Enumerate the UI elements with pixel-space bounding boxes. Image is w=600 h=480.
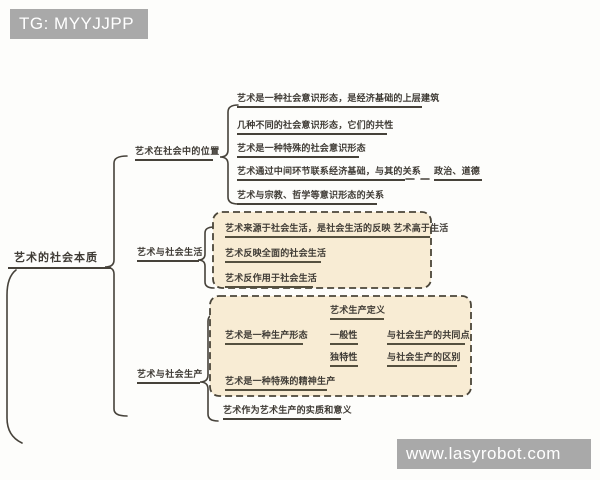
subleaf-uniqueness[interactable]: 独特性 [330, 351, 358, 367]
subleaf-art-production-definition[interactable]: 艺术生产定义 [330, 304, 385, 320]
leaf-art-is-production-form[interactable]: 艺术是一种生产形态 [225, 329, 308, 345]
leaf-art-reacts-on-life[interactable]: 艺术反作用于社会生活 [225, 272, 317, 288]
leaf-politics-morality[interactable]: 政治、道德 [434, 165, 482, 181]
leaf-essence-meaning-of-art-production[interactable]: 艺术作为艺术生产的实质和意义 [223, 404, 352, 420]
watermark-telegram: TG: MYYJJPP [10, 9, 148, 39]
leaf-art-reflects-whole-life[interactable]: 艺术反映全面的社会生活 [225, 247, 326, 263]
subleaf-difference-from-social-production[interactable]: 与社会生产的区别 [387, 351, 460, 367]
root-brace [104, 155, 128, 417]
subleaf-generality[interactable]: 一般性 [330, 329, 358, 345]
branch-art-and-social-life[interactable]: 艺术与社会生活 [137, 246, 202, 262]
branch3-brace [199, 313, 219, 422]
branch-art-and-social-production[interactable]: 艺术与社会生产 [137, 368, 202, 384]
leaf-art-links-economic-base[interactable]: 艺术通过中间环节联系经济基础，与其的关系 [237, 165, 421, 181]
left-parenthesis-curve [6, 269, 23, 444]
branch-art-position-in-society[interactable]: 艺术在社会中的位置 [135, 145, 219, 161]
root-topic[interactable]: 艺术的社会本质 [8, 251, 111, 269]
social-production-group-box [209, 295, 472, 397]
leaf-art-is-social-ideology[interactable]: 艺术是一种社会意识形态，是经济基础的上层建筑 [237, 92, 439, 108]
leaf-different-ideologies-commonality[interactable]: 几种不同的社会意识形态，它们的共性 [237, 119, 393, 135]
subleaf-common-with-social-production[interactable]: 与社会生产的共同点 [387, 329, 470, 345]
leaf-art-special-spiritual-production[interactable]: 艺术是一种特殊的精神生产 [225, 375, 335, 391]
social-life-group-box [212, 211, 432, 289]
branch1-brace [219, 104, 239, 205]
leaf-art-from-social-life[interactable]: 艺术来源于社会生活，是社会生活的反映 艺术高于生活 [225, 222, 448, 238]
branch2-brace [197, 226, 215, 289]
watermark-website: www.lasyrobot.com [397, 439, 591, 469]
leaf-art-special-ideology[interactable]: 艺术是一种特殊的社会意识形态 [237, 142, 366, 158]
leaf-art-religion-philosophy[interactable]: 艺术与宗教、哲学等意识形态的关系 [237, 189, 384, 205]
